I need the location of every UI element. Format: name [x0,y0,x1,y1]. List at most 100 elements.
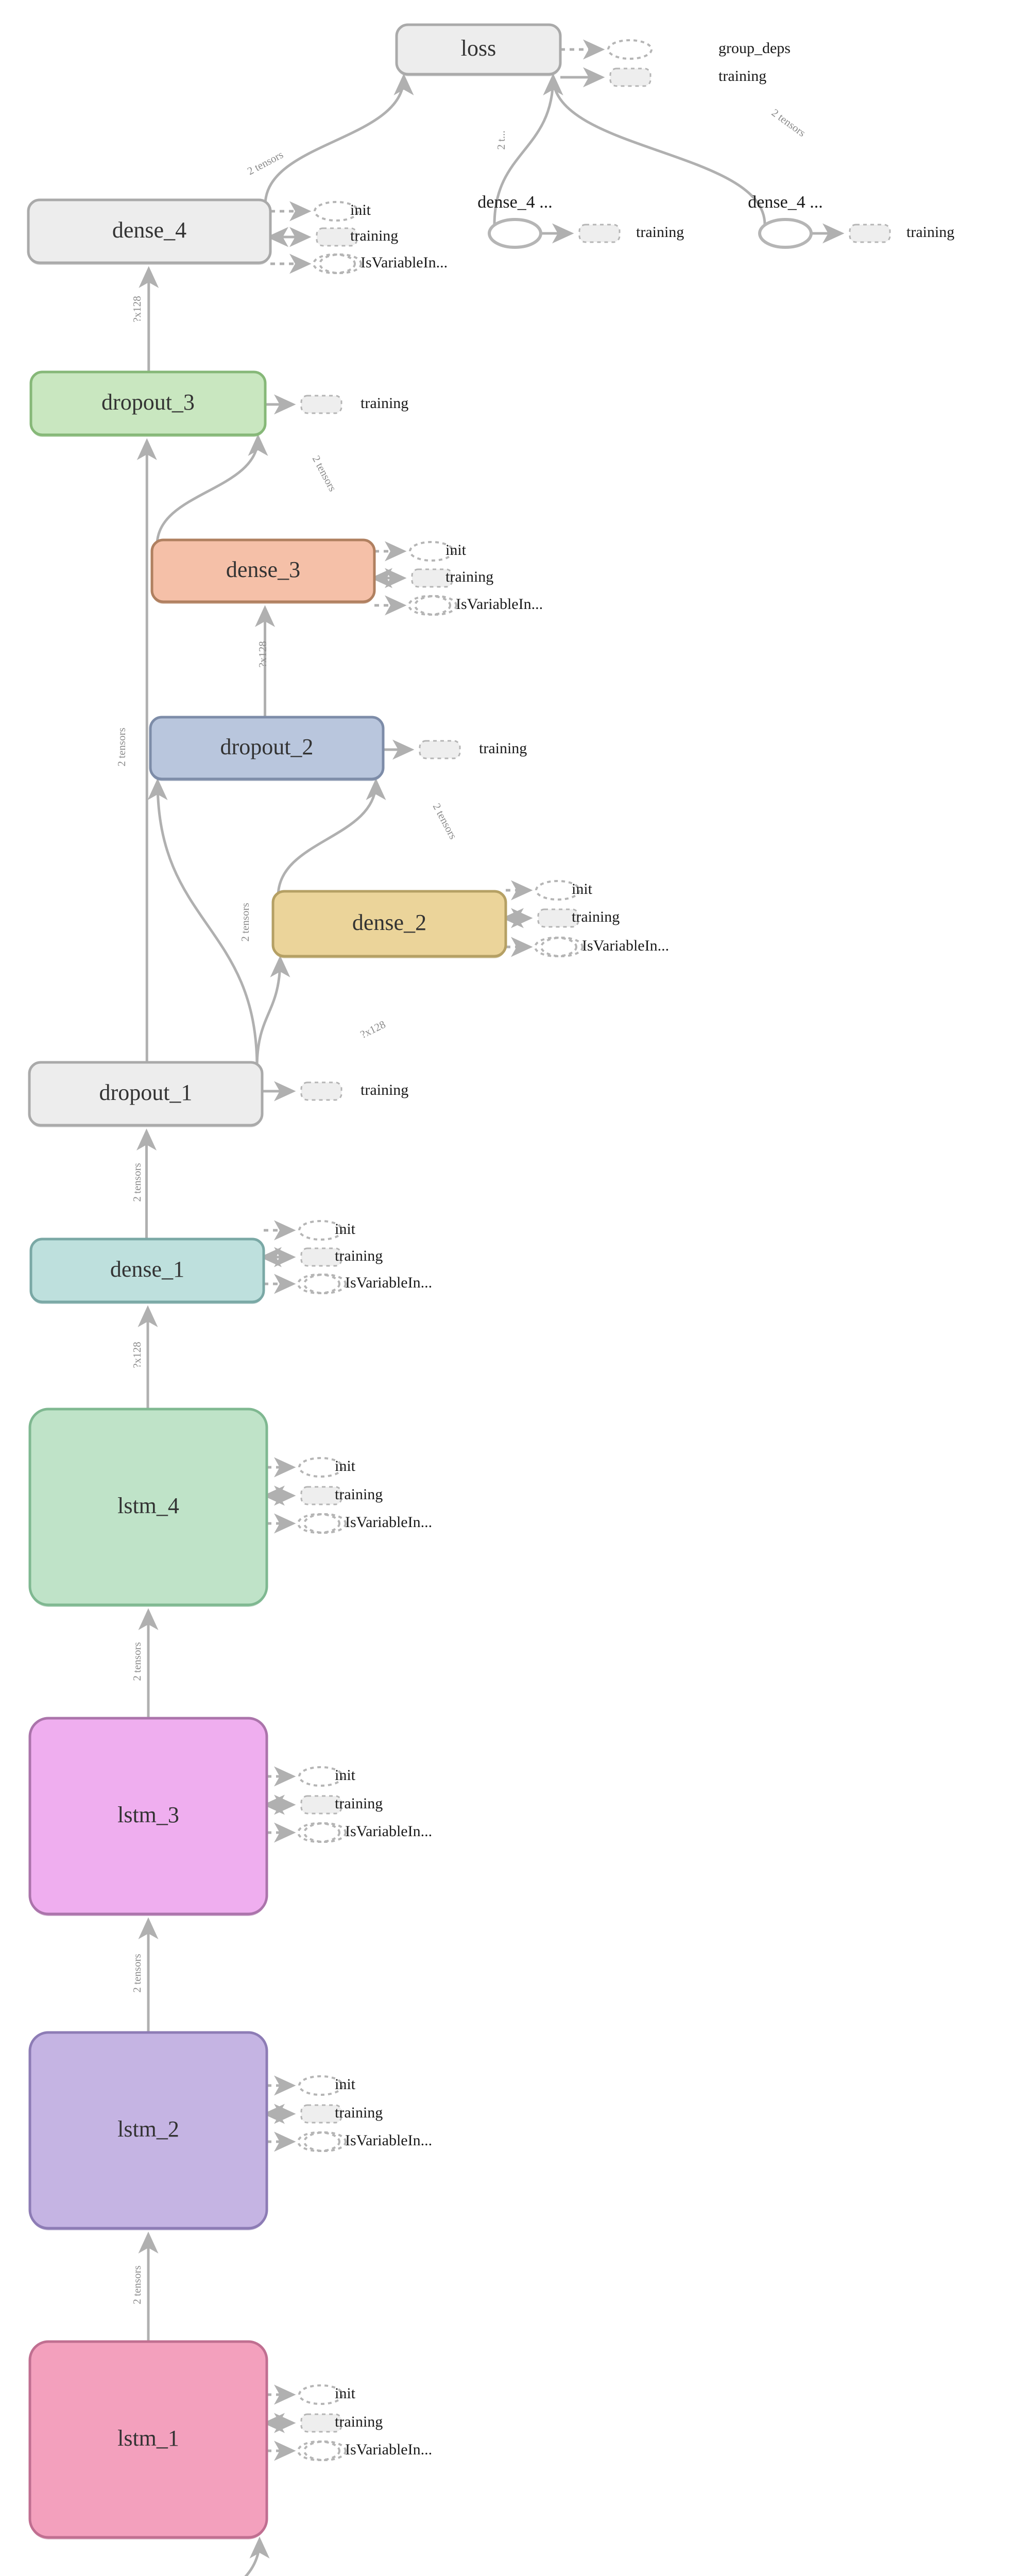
node-annotation[interactable]: IsVariableIn... [267,2441,432,2461]
annotation-double-ellipse-icon [297,2131,340,2152]
node-annotation[interactable]: IsVariableIn... [264,1274,432,1294]
node-annotation[interactable]: training [502,908,620,928]
node-box[interactable] [29,370,267,436]
annotation-double-ellipse-icon [313,253,356,274]
node-annotation[interactable]: training [370,568,493,588]
edge-label: 2 t... [495,130,507,149]
node-box[interactable] [271,890,507,958]
graph-node-lstm_4[interactable]: lstm_4 [28,1408,268,1607]
node-box[interactable] [149,716,385,781]
annotation-label: init [335,2385,356,2402]
op-ellipse[interactable] [758,218,813,249]
graph-node-dense_1[interactable]: dense_1 [29,1238,265,1304]
node-annotation[interactable]: training [265,394,408,415]
node-label: lstm_4 [117,1493,179,1518]
edge-label: 2 tensors [431,801,460,841]
node-annotation[interactable]: init [374,541,467,562]
node-annotation[interactable]: init [264,1220,356,1241]
annotation-rect-icon [300,1486,342,1505]
node-annotation[interactable]: training [263,2104,383,2124]
node-annotation[interactable]: IsVariableIn... [267,1822,432,1843]
graph-op-dense_4_op_b[interactable]: dense_4 ... [748,193,823,249]
node-annotation[interactable]: IsVariableIn... [506,937,669,957]
node-box[interactable] [29,1238,265,1303]
annotation-rect-icon [316,227,358,247]
annotation-label: IsVariableIn... [345,2441,432,2458]
node-annotation[interactable]: init [267,2075,356,2096]
edge-label: 2 tensors [310,453,339,494]
node-annotation[interactable]: init [506,880,593,901]
node-annotation[interactable]: training [541,223,684,244]
node-annotation[interactable]: training [266,227,398,247]
node-label: lstm_2 [117,2116,179,2142]
node-annotation[interactable]: IsVariableIn... [374,595,543,616]
node-box[interactable] [28,1061,264,1127]
op-label: dense_4 ... [477,193,552,212]
node-annotation[interactable]: init [267,2384,356,2405]
graph-node-dense_2[interactable]: dense_2 [271,890,507,958]
annotation-double-ellipse-icon-outer [414,595,457,616]
graph-node-dropout_1[interactable]: dropout_1 [28,1061,264,1127]
graph-edge [147,778,259,1068]
graph-op-nodes[interactable]: dense_4 ...dense_4 ...lstm_1_i... [161,193,823,2576]
op-ellipse[interactable] [488,218,542,249]
graph-node-lstm_2[interactable]: lstm_2 [28,2031,268,2230]
edge-label: ?x128 [131,1342,143,1368]
node-annotation[interactable]: IsVariableIn... [267,2131,432,2152]
annotation-double-ellipse-icon-outer [303,2131,347,2152]
node-annotation[interactable]: init [270,201,371,222]
graph-edges [136,73,766,2576]
annotation-label: training [335,1795,383,1812]
annotation-label: IsVariableIn... [345,1274,432,1291]
annotation-label: IsVariableIn... [345,1514,432,1531]
graph-edge [244,2536,270,2576]
graph-node-lstm_3[interactable]: lstm_3 [28,1717,268,1916]
graph-nodes[interactable]: lossdense_4dropout_3dense_3dropout_2dens… [27,23,562,2539]
graph-node-dense_4[interactable]: dense_4 [27,198,272,265]
op-label: dense_4 ... [748,193,822,212]
node-annotation[interactable]: group_deps [560,39,791,60]
node-annotation[interactable]: training [263,1794,383,1815]
annotation-label: training [445,568,493,585]
node-annotation[interactable]: training [263,1485,383,1506]
graph-node-loss[interactable]: loss [395,23,562,76]
annotation-label: training [718,67,766,84]
annotation-label: training [572,908,620,925]
node-box[interactable] [28,1717,268,1916]
node-annotation[interactable]: training [262,1081,408,1101]
node-annotation[interactable]: training [383,739,527,760]
annotation-label: group_deps [718,40,791,57]
annotation-rect-icon [411,568,453,588]
edge-label: 2 tensors [115,727,128,766]
node-annotation[interactable]: training [560,67,766,88]
annotation-double-ellipse-icon-outer [303,2441,347,2461]
node-box[interactable] [28,1408,268,1606]
annotation-label: training [335,1247,383,1264]
node-annotation[interactable]: init [267,1766,356,1787]
node-annotation[interactable]: training [263,2413,383,2433]
graph-op-dense_4_op_a[interactable]: dense_4 ... [477,193,553,249]
annotation-label: IsVariableIn... [345,1823,432,1840]
annotation-label: IsVariableIn... [456,596,543,613]
node-annotation[interactable]: training [811,223,954,244]
node-box[interactable] [150,538,376,603]
annotation-rect-icon [419,740,461,759]
edge-label: ?x128 [256,641,269,667]
graph-annotations[interactable]: group_depstraininginittrainingIsVariable… [260,39,954,2461]
node-label: dropout_1 [99,1080,193,1105]
node-annotation[interactable]: IsVariableIn... [270,253,448,274]
node-annotation[interactable]: IsVariableIn... [267,1513,432,1534]
graph-node-dense_3[interactable]: dense_3 [150,538,376,604]
annotation-rect-icon [578,224,621,243]
node-box[interactable] [28,2340,268,2539]
graph-edge [493,73,563,225]
graph-node-dropout_2[interactable]: dropout_2 [149,716,385,781]
node-box[interactable] [28,2031,268,2230]
graph-node-dropout_3[interactable]: dropout_3 [29,370,267,437]
node-box[interactable] [27,198,272,264]
node-annotation[interactable]: init [267,1457,356,1478]
graph-node-lstm_1[interactable]: lstm_1 [28,2340,268,2539]
node-annotation[interactable]: training [260,1247,383,1267]
node-box[interactable] [395,23,562,76]
